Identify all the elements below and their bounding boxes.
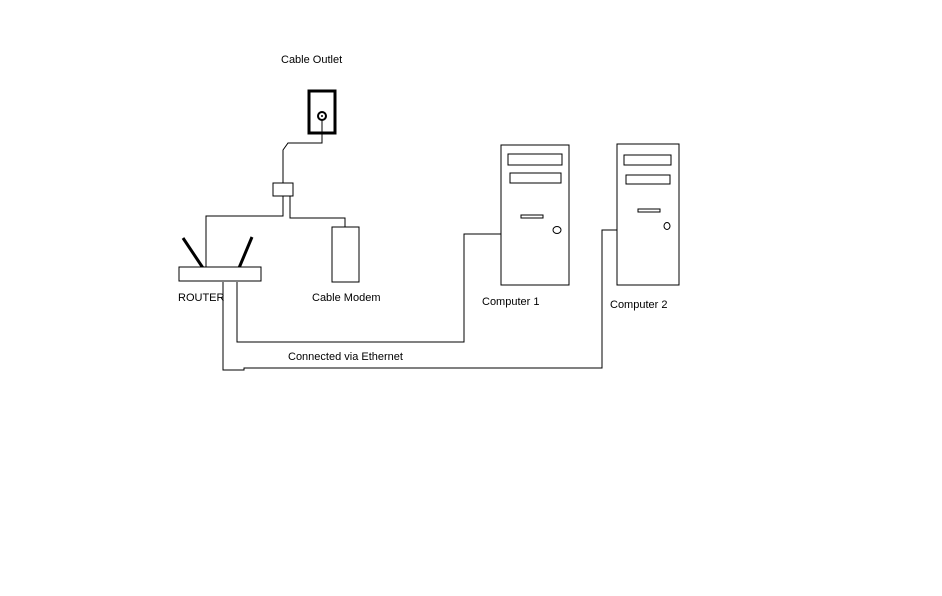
computer-2-label: Computer 2 [610,299,667,311]
router-label: ROUTER [178,292,225,304]
cable-modem-icon [331,226,360,283]
cable-modem-label: Cable Modem [312,292,380,304]
computer-1-icon [500,144,570,286]
ethernet-label: Connected via Ethernet [288,351,403,363]
ethernet-cable-computer-1 [236,233,501,343]
splitter [272,182,294,197]
splitter-to-router-wire [205,196,284,267]
ethernet-cable-computer-2 [222,229,617,371]
computer-2-icon [616,143,680,286]
splitter-to-modem-wire [289,196,346,228]
router-icon [178,236,262,282]
cable-outlet-label: Cable Outlet [281,54,342,66]
coax-cable [282,120,323,184]
computer-1-label: Computer 1 [482,296,539,308]
